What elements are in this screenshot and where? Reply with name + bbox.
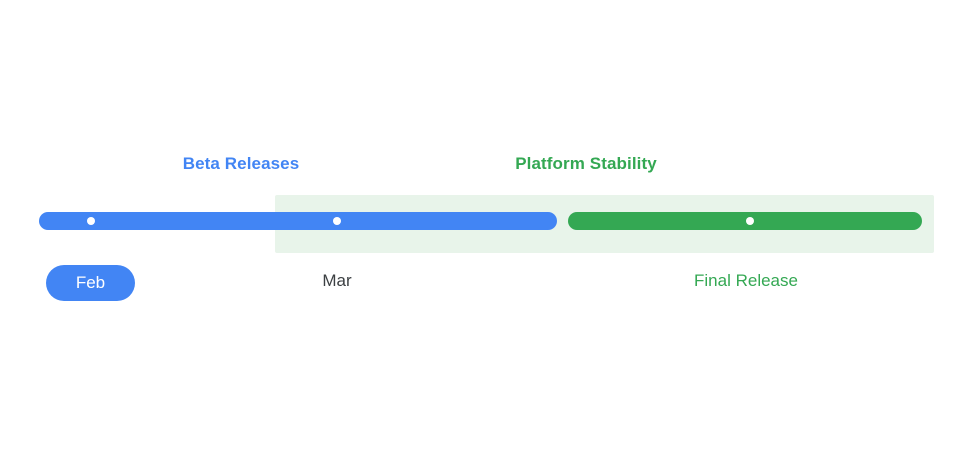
milestone-dot-2[interactable] (333, 217, 341, 225)
current-month-pill-feb[interactable]: Feb (46, 265, 135, 301)
timeline-segment-stability[interactable] (568, 212, 922, 230)
milestone-dot-1[interactable] (87, 217, 95, 225)
tick-label-mar: Mar (322, 271, 352, 290)
phase-label-beta-releases: Beta Releases (182, 154, 300, 173)
tick-label-final-release: Final Release (694, 271, 798, 290)
phase-label-platform-stability: Platform Stability (515, 154, 657, 173)
timeline-segment-beta[interactable] (39, 212, 557, 230)
milestone-dot-3[interactable] (746, 217, 754, 225)
